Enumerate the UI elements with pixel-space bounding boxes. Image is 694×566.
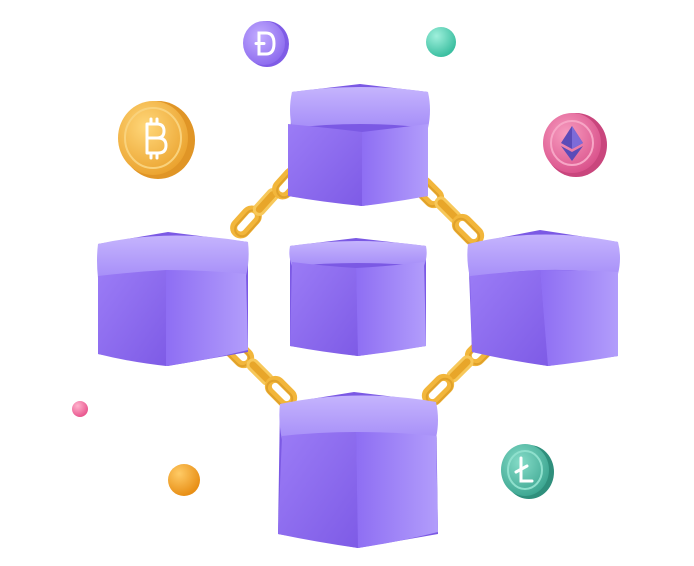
block-cube-center <box>289 238 427 356</box>
litecoin-coin <box>501 444 554 499</box>
pink-dot <box>72 401 88 417</box>
block-cube-bottom <box>278 392 438 548</box>
ethereum-icon <box>561 126 583 161</box>
litecoin-icon <box>514 456 534 483</box>
dogecoin-coin <box>243 21 289 67</box>
teal-dot <box>426 27 456 57</box>
block-cube-right <box>467 230 620 366</box>
block-cube-left <box>97 232 249 366</box>
ethereum-coin <box>543 113 607 177</box>
bitcoin-coin <box>118 101 195 179</box>
dogecoin-icon <box>254 31 276 56</box>
block-cube-top <box>288 84 430 206</box>
bitcoin-icon <box>145 117 168 160</box>
orange-dot <box>168 464 200 496</box>
